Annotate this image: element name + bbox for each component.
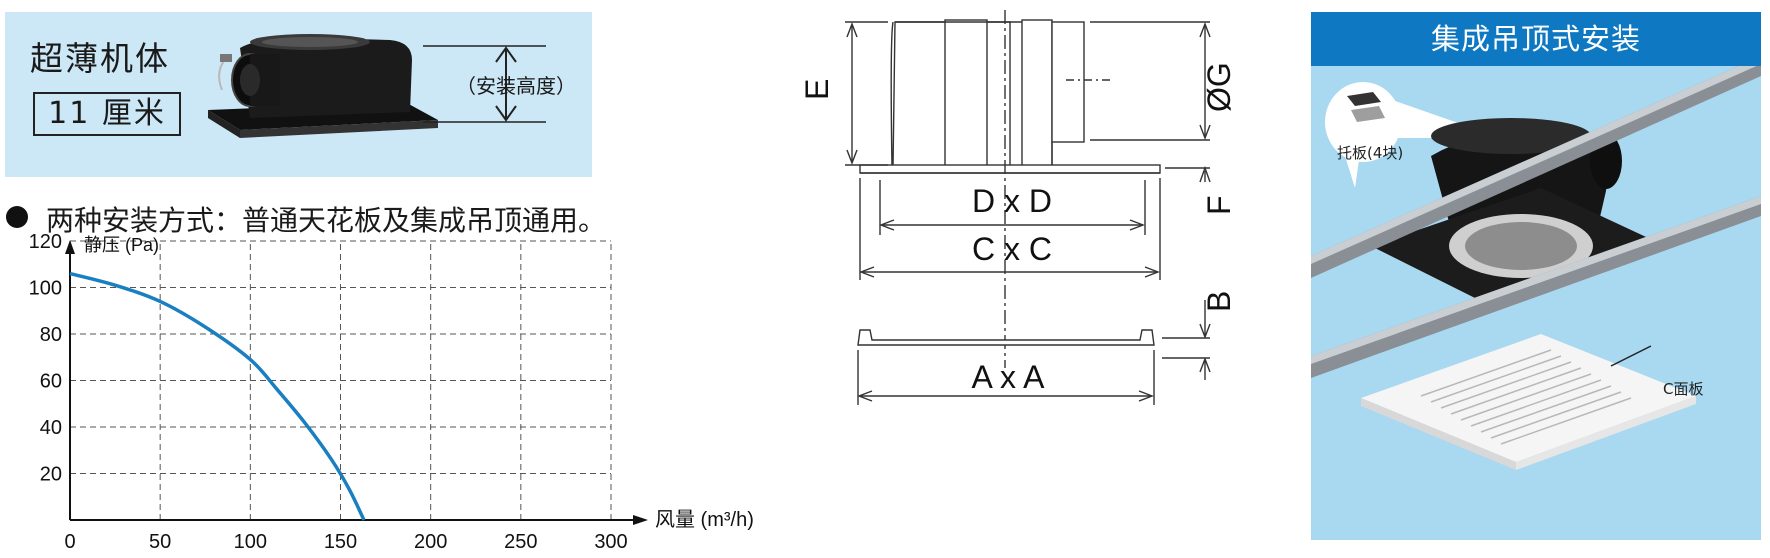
y-axis-label: 静压 (Pa) xyxy=(84,235,159,255)
dim-label-f: F xyxy=(1201,195,1237,215)
static-pressure-airflow-chart: 20 40 60 80 100 120 0 50 100 150 200 250 300 静压 (Pa)… xyxy=(29,231,754,553)
install-height-dimension xyxy=(423,45,546,123)
dim-label-g: ØG xyxy=(1201,62,1237,112)
dim-label-b: B xyxy=(1201,291,1237,312)
bullet-dot-icon xyxy=(6,206,28,228)
dimension-drawing: E ØG F B D x D C x C A x A xyxy=(799,10,1237,405)
x-tick-label: 250 xyxy=(504,531,537,553)
dim-label-e: E xyxy=(799,79,835,100)
chart-tick-labels: 20 40 60 80 100 120 0 50 100 150 200 250 300 xyxy=(29,231,628,553)
x-tick-label: 150 xyxy=(324,531,357,553)
chart-axes xyxy=(65,240,648,525)
y-tick-label: 80 xyxy=(40,324,62,346)
dim-label-d: D x D xyxy=(972,183,1052,219)
install-height-label: （安装高度） xyxy=(456,74,576,98)
y-tick-label: 100 xyxy=(29,278,62,300)
x-tick-label: 50 xyxy=(149,531,171,553)
height-badge: 11 厘米 xyxy=(33,92,181,136)
ceiling-install-illustration xyxy=(1311,66,1761,470)
y-tick-label: 40 xyxy=(40,417,62,439)
y-tick-label: 120 xyxy=(29,231,62,253)
x-axis-label: 风量 (m³/h) xyxy=(655,509,754,531)
installation-methods-bullet: 两种安装方式：普通天花板及集成吊顶通用。 xyxy=(6,199,606,239)
slim-body-title: 超薄机体 xyxy=(30,39,170,78)
x-tick-label: 100 xyxy=(234,531,267,553)
chart-grid xyxy=(70,240,612,520)
airflow-curve xyxy=(69,271,366,521)
x-axis-arrow-icon xyxy=(633,515,648,525)
y-axis-arrow-icon xyxy=(65,240,75,254)
x-tick-label: 200 xyxy=(414,531,447,553)
y-tick-label: 60 xyxy=(40,371,62,393)
dim-label-a: A x A xyxy=(972,359,1046,395)
bracket-label: 托板(4块) xyxy=(1337,144,1404,162)
x-tick-label: 300 xyxy=(594,531,627,553)
integrated-ceiling-panel: 集成吊顶式安装 xyxy=(1311,12,1761,540)
x-tick-label: 0 xyxy=(64,531,75,553)
c-panel-label: C面板 xyxy=(1663,380,1704,398)
installation-methods-text: 两种安装方式：普通天花板及集成吊顶通用。 xyxy=(46,204,607,237)
bracket-icon xyxy=(1347,92,1385,122)
ceiling-panel-title: 集成吊顶式安装 xyxy=(1311,12,1761,66)
fan-unit-photo xyxy=(208,34,438,138)
y-tick-label: 20 xyxy=(40,464,62,486)
dim-label-c: C x C xyxy=(972,231,1052,267)
